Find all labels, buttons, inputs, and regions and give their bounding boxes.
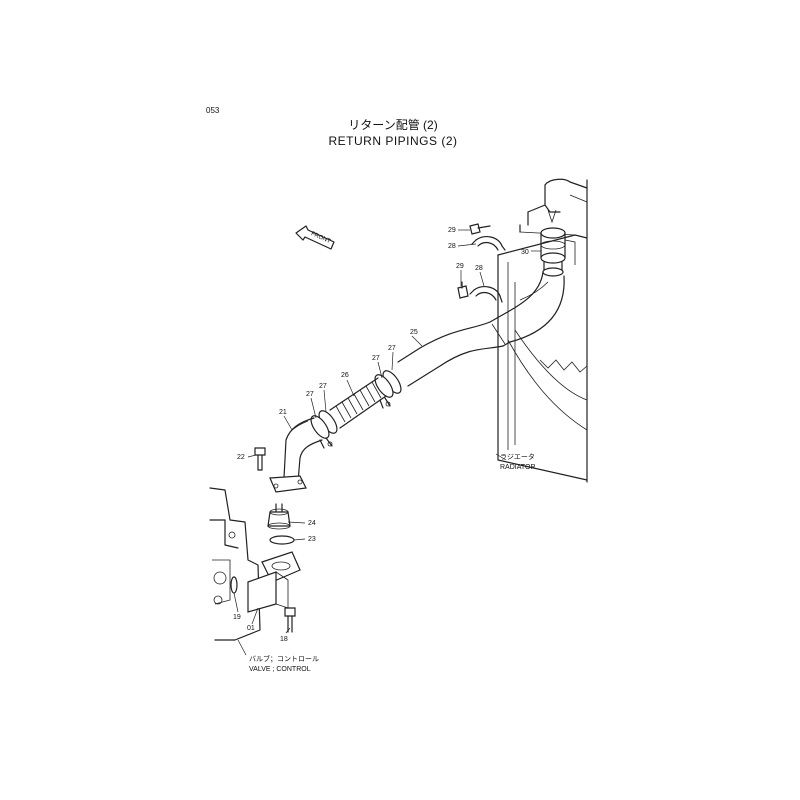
- callout-18: 18: [280, 636, 288, 643]
- o-ring-23: [269, 535, 295, 545]
- title-english: RETURN PIPINGS (2): [328, 134, 457, 148]
- radiator-inlet-fitting: [540, 227, 566, 277]
- front-label: FRONT: [310, 231, 332, 245]
- radiator-return-hose: [489, 271, 565, 347]
- callout-28-upper: 28: [448, 243, 456, 250]
- control-valve-block: [209, 487, 301, 641]
- callout-27-a: 27: [388, 345, 396, 352]
- callout-24: 24: [308, 520, 316, 527]
- clamp-28-lower: [469, 286, 503, 303]
- bolt-29-upper: [469, 223, 491, 235]
- bolt-18: [284, 607, 296, 633]
- callout-27-c: 27: [319, 383, 327, 390]
- callout-23: 23: [308, 536, 316, 543]
- return-pipe-25: [397, 321, 506, 387]
- leader-lines: [233, 229, 541, 656]
- hose-clamp-lower-pair: [310, 410, 338, 449]
- flexible-hose-26: [329, 377, 387, 429]
- clamp-28-upper: [471, 236, 506, 251]
- adapter-24: [267, 503, 291, 530]
- title-japanese: リターン配管 (2): [348, 117, 437, 132]
- callout-21: 21: [279, 409, 287, 416]
- hose-clamp-upper-pair: [374, 370, 402, 409]
- callout-27-b: 27: [372, 355, 380, 362]
- callout-26: 26: [341, 372, 349, 379]
- bolt-22: [254, 447, 266, 471]
- radiator-label-english: RADIATOR: [500, 464, 536, 471]
- elbow-pipe-21: [269, 417, 323, 493]
- callout-30: 30: [521, 249, 529, 256]
- callout-22: 22: [237, 454, 245, 461]
- valve-label-english: VALVE ; CONTROL: [249, 666, 311, 673]
- callout-27-d: 27: [306, 391, 314, 398]
- front-direction-arrow: FRONT: [295, 225, 335, 250]
- valve-label-japanese: バルブ；コントロール: [249, 654, 319, 663]
- callout-29-upper: 29: [448, 227, 456, 234]
- callout-01: 01: [247, 625, 255, 632]
- callout-25: 25: [410, 329, 418, 336]
- callout-19: 19: [233, 614, 241, 621]
- callout-29-lower: 29: [456, 263, 464, 270]
- radiator: [497, 178, 588, 483]
- radiator-label-japanese: ラジエータ: [500, 452, 535, 461]
- page-code: 053: [206, 106, 220, 115]
- bolt-29-lower: [457, 281, 469, 299]
- callout-28-lower: 28: [475, 265, 483, 272]
